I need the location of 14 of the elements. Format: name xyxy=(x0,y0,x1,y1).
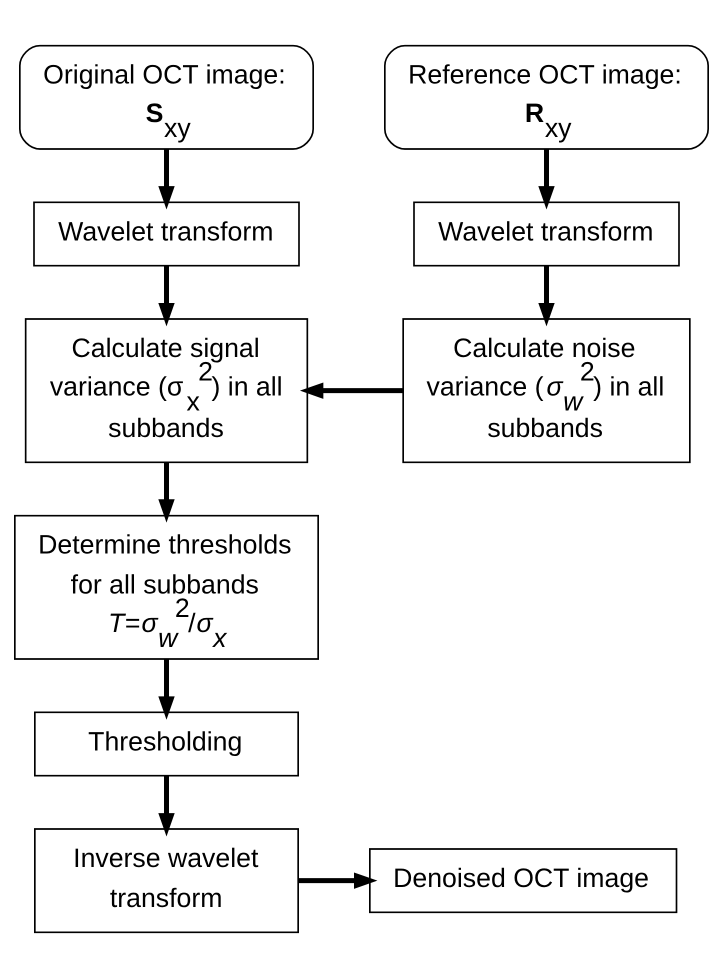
arrow xyxy=(158,775,175,836)
arrow xyxy=(300,382,403,398)
arrow xyxy=(538,265,555,326)
arrow xyxy=(158,658,175,720)
arrow xyxy=(538,148,555,210)
arrow xyxy=(158,462,175,522)
node-box: Inverse wavelet transform xyxy=(34,828,299,933)
node-box: Wavelet transform xyxy=(413,201,680,266)
arrow xyxy=(298,872,378,888)
arrow xyxy=(158,148,175,210)
node-box: Denoised OCT image xyxy=(369,848,678,913)
node-box: Thresholding xyxy=(34,711,299,776)
arrow xyxy=(158,265,175,326)
node-box: Wavelet transform xyxy=(33,201,300,266)
